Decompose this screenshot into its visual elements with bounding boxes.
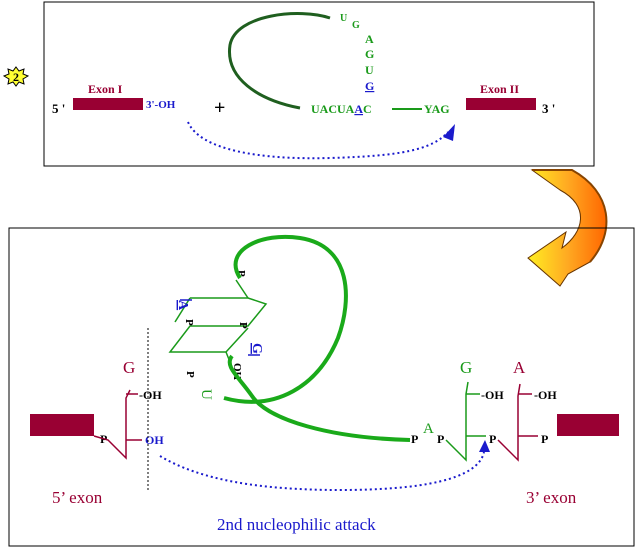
branch-point-a: A	[354, 102, 363, 116]
intron-loop	[228, 12, 331, 110]
right-oh2: -OH	[534, 388, 557, 402]
intron-strand-upper	[223, 234, 348, 404]
five-exon-label: 5’ exon	[52, 488, 103, 507]
right-p4: P	[541, 432, 548, 446]
loop-sequence: U G A G U G	[340, 13, 374, 93]
three-prime-label: 3 '	[542, 101, 555, 116]
lariat-p2: P	[235, 270, 247, 277]
three-exon-box	[557, 414, 619, 436]
loop-letter-a: A	[365, 32, 374, 46]
left-oh-top: -OH	[139, 388, 162, 402]
left-backbone	[93, 389, 131, 460]
top-panel-frame	[43, 1, 595, 167]
loop-letter-g3: G	[365, 79, 374, 93]
five-prime-label: 5 '	[52, 101, 65, 116]
loop-letter-u2: U	[365, 63, 374, 77]
right-p1: P	[411, 432, 418, 446]
yag-label: YAG	[424, 102, 450, 116]
attack-arrow-top	[187, 121, 449, 160]
right-p3: P	[489, 432, 496, 446]
three-exon-label: 3’ exon	[526, 488, 577, 507]
left-g: G	[123, 358, 135, 377]
right-a-green: A	[423, 421, 434, 437]
right-a-red: A	[513, 358, 526, 377]
transition-arrow	[527, 169, 608, 287]
lariat-oh: OH	[231, 363, 243, 381]
exon1-box	[73, 98, 143, 110]
attack-arrow-bottom	[159, 451, 485, 492]
lariat-p1: P	[183, 319, 195, 326]
lariat-g: G	[249, 343, 264, 354]
exon1-label: Exon I	[88, 82, 123, 96]
lariat-u: U	[198, 389, 214, 400]
exon2-box	[466, 98, 536, 110]
intron-strand-lower	[227, 354, 411, 442]
plus-sign: +	[214, 97, 225, 119]
lariat-a: A	[175, 300, 190, 311]
lariat-p3: P	[237, 322, 249, 329]
bottom-panel: 5’ exon P G -OH OH A P P P G OH P U	[8, 227, 635, 547]
loop-letter-g2: G	[365, 47, 374, 61]
lariat-frame	[168, 297, 268, 353]
three-oh-label: 3'-OH	[146, 99, 176, 111]
attack-arrowhead-bottom	[479, 440, 490, 452]
caption: 2nd nucleophilic attack	[217, 515, 376, 534]
loop-letter-g1: G	[352, 20, 360, 31]
exon2-label: Exon II	[480, 82, 519, 96]
bottom-panel-frame	[8, 227, 635, 547]
branch-sequence: UACUAAC	[311, 102, 372, 116]
right-p2: P	[437, 432, 444, 446]
top-panel: 2 5 ' Exon I 3'-OH + U G A G U G UACUAAC…	[2, 1, 595, 167]
right-oh1: -OH	[481, 388, 504, 402]
left-oh-blue: OH	[145, 433, 164, 447]
step-badge-number: 2	[13, 70, 19, 84]
loop-letter-u: U	[340, 13, 347, 24]
right-g: G	[460, 358, 472, 377]
right-green-backbone	[445, 381, 469, 462]
lariat: A P P P G OH P U	[168, 270, 268, 400]
right-red-backbone	[497, 383, 521, 462]
step-badge: 2	[2, 66, 30, 87]
attack-arrowhead-top	[443, 124, 455, 141]
five-exon-box	[30, 414, 94, 436]
lariat-p4: P	[184, 371, 196, 378]
